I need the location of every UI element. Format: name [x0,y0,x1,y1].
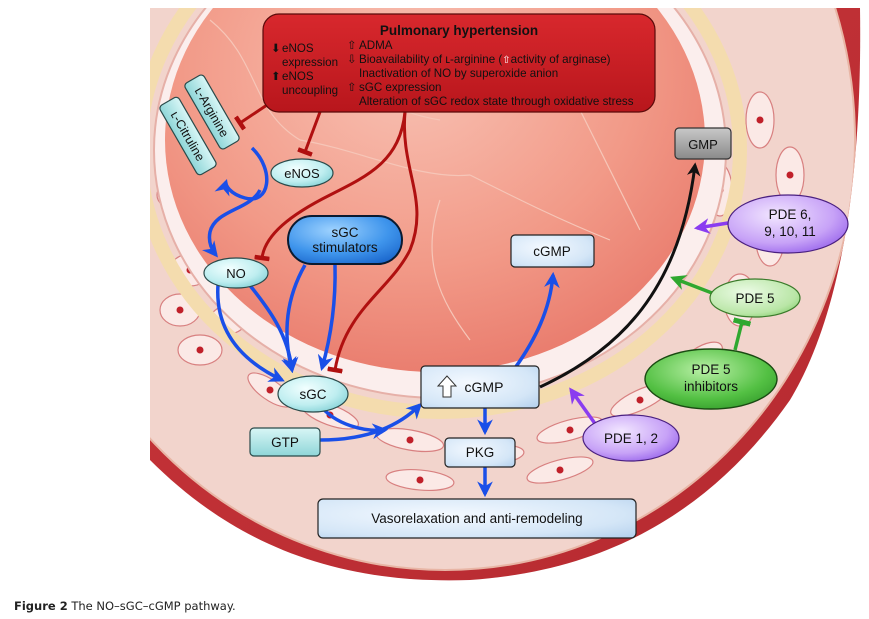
pde-5-inhibitors-node: PDE 5 inhibitors [644,348,778,410]
up-arrow-icon [436,375,458,398]
pde-5-arrow [670,275,713,295]
sgc-stimulators-label-2: stimulators [312,240,378,255]
sgc-stimulators-node: sGC stimulators [287,215,403,265]
vasorelaxation-label: Vasorelaxation and anti-remodeling [371,511,582,526]
pde-1-2-arrow [569,387,598,427]
ph-right-line-5: Alteration of sGC redox state through ox… [359,95,634,108]
pde-5-inhibitors-label-2: inhibitors [684,379,738,394]
arrow-up-icon: ⬆ [271,70,281,83]
pathway-connections [201,101,752,498]
arrow-up-icon: ⇧ [347,81,357,94]
ph-left-column: ⬇ eNOS expression ⬆ eNOS uncoupling [271,42,338,97]
no-label: NO [226,266,246,281]
sgc-node: sGC [277,375,349,413]
pkg-node: PKG [444,437,516,468]
cgmp-increased-label: cGMP [465,379,504,395]
cgmp-export-label: cGMP [533,244,571,259]
pde-6-label-2: 9, 10, 11 [764,224,816,239]
gmp-label: GMP [688,137,718,152]
pkg-label: PKG [466,445,495,460]
pulmonary-hypertension-box: Pulmonary hypertension ⬇ eNOS expression… [262,13,656,113]
gtp-node: GTP [249,427,321,457]
ph-right-line-3: Inactivation of NO by superoxide anion [359,67,558,80]
ph-right-column: ⇧ ADMA ⇩ Bioavailability of ʟ-arginine (… [347,39,634,108]
pde-5-inhibitors-tbar [732,317,752,351]
ph-title: Pulmonary hypertension [380,23,538,38]
figure-caption-text: The NO–sGC–cGMP pathway. [71,599,236,613]
ph-inhibits-l-arginine [233,101,271,131]
pde-6-label-1: PDE 6, [769,207,812,222]
sgc-stimulators-label-1: sGC [332,225,359,240]
ph-left-line-2: expression [282,56,338,69]
gtp-to-cgmp-arrow [319,402,423,442]
arrow-down-icon: ⇩ [347,53,357,66]
gmp-node: GMP [674,127,732,160]
ph-inhibits-no [254,111,407,262]
pde-6-9-10-11-arrow [693,218,729,234]
figure-caption-label: Figure 2 [14,599,68,613]
pde-1-2-label: PDE 1, 2 [604,431,658,446]
enos-label: eNOS [284,166,320,181]
sgc-label: sGC [300,387,327,402]
pde-5-label: PDE 5 [735,291,774,306]
no-node: NO [203,257,269,289]
ph-right-line-2: Bioavailability of ʟ-arginine (⇧activity… [359,53,611,66]
gtp-label: GTP [271,435,299,450]
cgmp-export-node: cGMP [510,234,595,268]
arginine-to-no-arrow [201,189,262,258]
ph-left-line-3: eNOS [282,70,314,83]
no-to-sgc-arrow-1 [216,284,285,382]
ph-left-line-1: eNOS [282,42,314,55]
cgmp-increased-node: cGMP [420,365,540,409]
arrow-up-icon: ⇧ [347,39,357,52]
vasorelaxation-node: Vasorelaxation and anti-remodeling [317,498,637,539]
arrow-down-icon: ⬇ [271,42,281,55]
cgmp-export-arrow [513,271,560,370]
ph-right-line-4: sGC expression [359,81,441,94]
figure-caption: Figure 2 The NO–sGC–cGMP pathway. [14,599,236,613]
stimulators-to-sgc-arrow-1 [281,264,307,374]
pde-6-9-10-11-node: PDE 6, 9, 10, 11 [727,194,849,254]
pde-5-node: PDE 5 [709,278,801,318]
pde-1-2-node: PDE 1, 2 [582,414,680,462]
ph-right-line-1: ADMA [359,39,393,52]
pde-5-inhibitors-label-1: PDE 5 [691,362,730,377]
cgmp-to-gmp-arrow [539,162,701,389]
ph-left-line-4: uncoupling [282,84,338,97]
ph-inhibits-enos [297,111,322,157]
stimulators-to-sgc-arrow-2 [317,264,337,372]
arginine-to-citrulline-arrow [214,146,269,201]
enos-node: eNOS [270,158,334,188]
ph-inhibits-sgc [327,111,419,374]
